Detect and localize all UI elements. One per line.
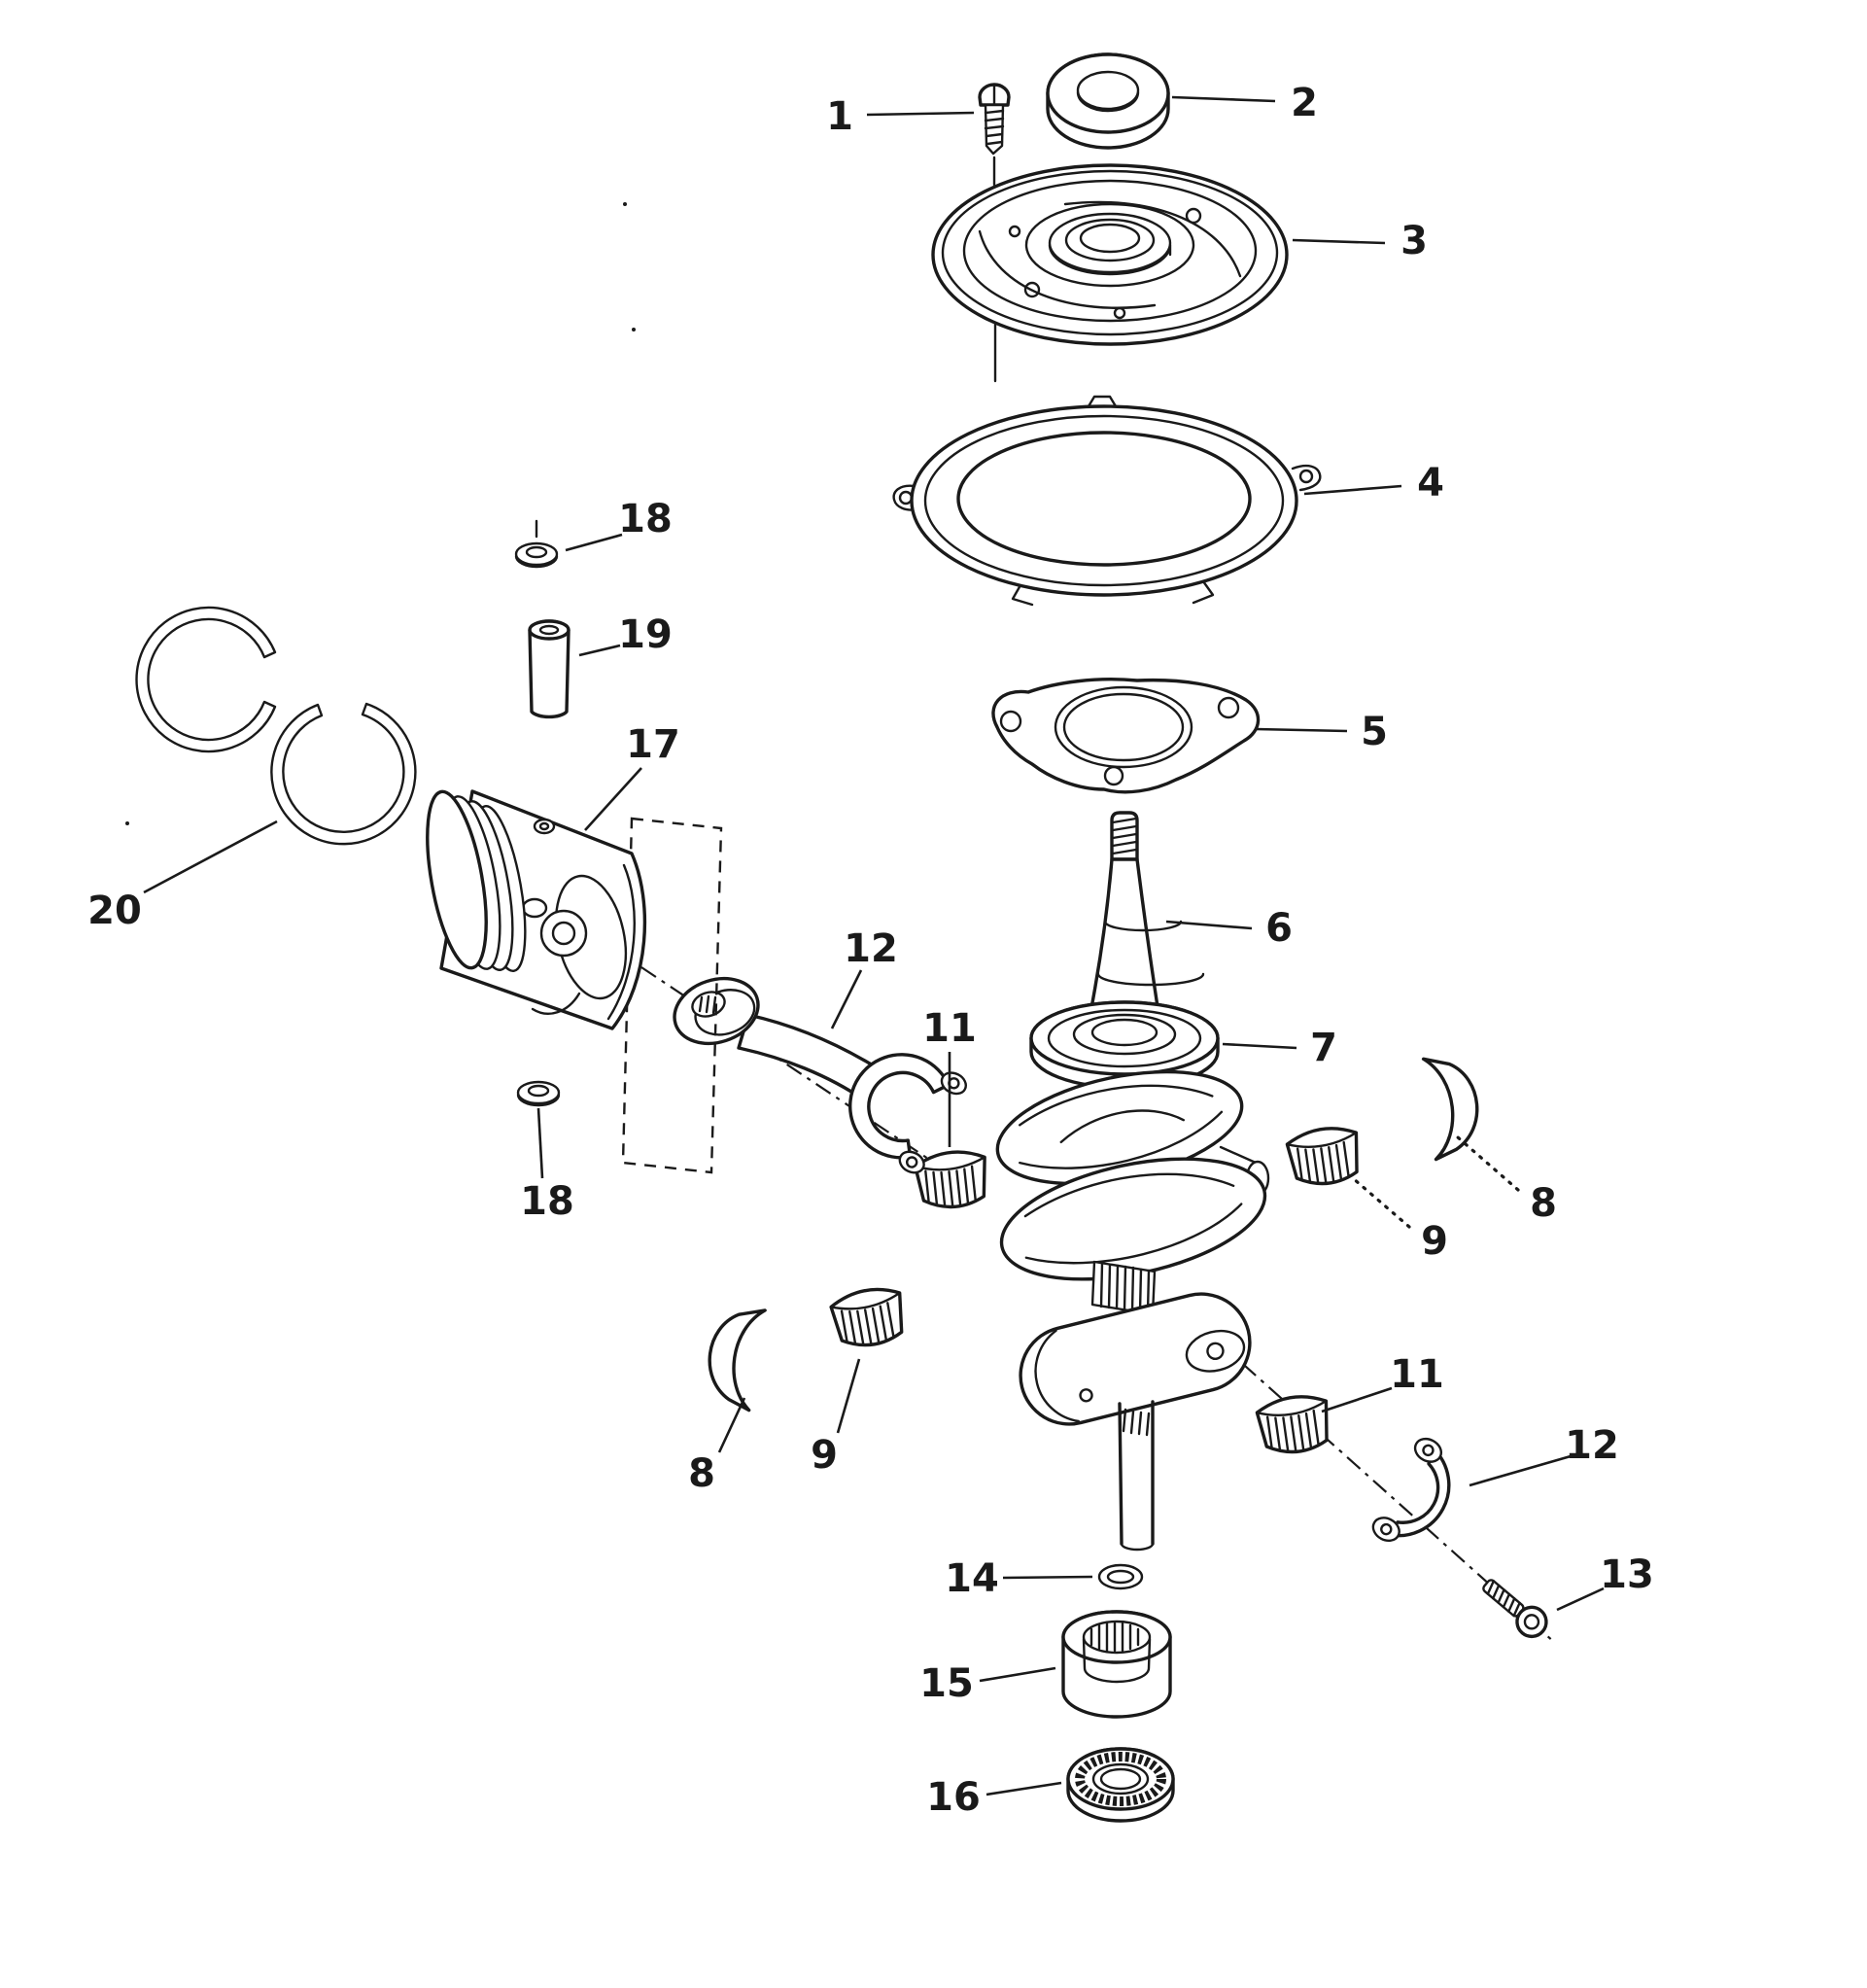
leader-line-part-9-15 xyxy=(836,1358,861,1434)
part-label-3-2: 3 xyxy=(1400,219,1428,263)
part-label-18-22: 18 xyxy=(520,1179,574,1224)
part-label-4-3: 4 xyxy=(1417,461,1444,506)
part-label-14-16: 14 xyxy=(945,1556,999,1601)
part-3-drive-plate xyxy=(931,163,1289,346)
part-label-15-17: 15 xyxy=(919,1661,974,1706)
part-1-screw xyxy=(978,83,1011,156)
leader-line-part-16-18 xyxy=(985,1781,1062,1796)
leader-line-part-4-3 xyxy=(1303,484,1402,496)
leader-line-part-1-0 xyxy=(866,111,975,117)
part-label-5-4: 5 xyxy=(1361,710,1388,754)
part-2-bearing xyxy=(1046,52,1170,150)
part-label-12-11: 12 xyxy=(1565,1423,1619,1468)
piston-ring-grooves xyxy=(426,789,527,972)
part-label-8-7: 8 xyxy=(1530,1181,1557,1226)
leader-line-part-2-1 xyxy=(1171,95,1276,103)
leader-line-part-19-21 xyxy=(578,644,621,657)
part-6-crankshaft-webs xyxy=(995,1069,1270,1552)
part-label-13-12: 13 xyxy=(1600,1552,1654,1597)
leader-line-part-11-13 xyxy=(1321,1386,1393,1413)
part-label-9-15: 9 xyxy=(811,1433,838,1478)
leader-line-part-3-2 xyxy=(1292,238,1386,245)
leader-line-part-8-7 xyxy=(1456,1135,1520,1192)
part-15-needle-bearing xyxy=(1061,1610,1172,1719)
leader-line-part-18-22 xyxy=(536,1107,544,1179)
part-12-connecting-rod xyxy=(673,976,967,1174)
part-label-6-5: 6 xyxy=(1265,906,1293,951)
part-label-18-20: 18 xyxy=(618,497,673,541)
part-18-washer-lower xyxy=(516,1080,561,1107)
centerlines xyxy=(611,156,1556,1644)
leader-line-part-14-16 xyxy=(1002,1575,1093,1580)
part-19-piston-pin xyxy=(528,619,570,719)
leader-line-part-18-20 xyxy=(565,533,623,552)
part-label-1-0: 1 xyxy=(826,94,853,139)
part-label-16-18: 16 xyxy=(926,1775,981,1820)
part-17-piston xyxy=(426,789,723,1174)
part-label-2-1: 2 xyxy=(1291,81,1318,125)
part-8-bearing-shell-left xyxy=(708,1308,767,1413)
leader-line-part-12-11 xyxy=(1469,1454,1572,1487)
leader-line-part-6-5 xyxy=(1165,920,1253,930)
leader-line-part-17-19 xyxy=(584,767,642,831)
part-20-piston-rings xyxy=(135,606,417,846)
leader-line-part-5-4 xyxy=(1255,727,1348,733)
part-label-8-14: 8 xyxy=(688,1451,715,1496)
scan-specks xyxy=(125,202,636,825)
part-12-rod-cap xyxy=(1371,1437,1451,1543)
part-11-needle-cage-lower xyxy=(1255,1395,1329,1454)
part-label-19-21: 19 xyxy=(618,612,673,657)
part-label-20-23: 20 xyxy=(87,889,142,933)
part-8-bearing-shell-right xyxy=(1421,1057,1479,1162)
part-4-bearing-housing-ring xyxy=(892,395,1322,607)
part-13-cap-screw xyxy=(1482,1579,1548,1639)
leader-line-part-13-12 xyxy=(1556,1587,1605,1612)
part-18-washer-upper xyxy=(514,519,559,569)
part-label-17-19: 17 xyxy=(626,722,680,767)
part-14-o-ring xyxy=(1097,1563,1144,1590)
leader-line-part-20-23 xyxy=(143,820,278,894)
part-label-7-6: 7 xyxy=(1310,1026,1337,1070)
leader-line-part-9-8 xyxy=(1351,1176,1411,1229)
part-5-gasket xyxy=(991,678,1261,794)
part-label-11-13: 11 xyxy=(1390,1352,1444,1397)
part-label-12-10: 12 xyxy=(844,926,898,971)
part-9-needle-cage-right xyxy=(1285,1127,1359,1186)
part-9-needle-cage-left xyxy=(829,1287,904,1347)
leader-line-part-12-10 xyxy=(830,969,863,1029)
part-16-oil-seal xyxy=(1066,1747,1175,1823)
leader-line-part-15-17 xyxy=(979,1666,1056,1683)
leader-line-part-8-14 xyxy=(717,1397,746,1453)
part-label-11-9: 11 xyxy=(922,1006,977,1051)
part-label-9-8: 9 xyxy=(1421,1219,1448,1264)
leader-line-part-7-6 xyxy=(1222,1042,1297,1050)
part-6-crankshaft-shaft xyxy=(1089,811,1205,1015)
part-11-needle-cage-upper xyxy=(914,1150,986,1209)
